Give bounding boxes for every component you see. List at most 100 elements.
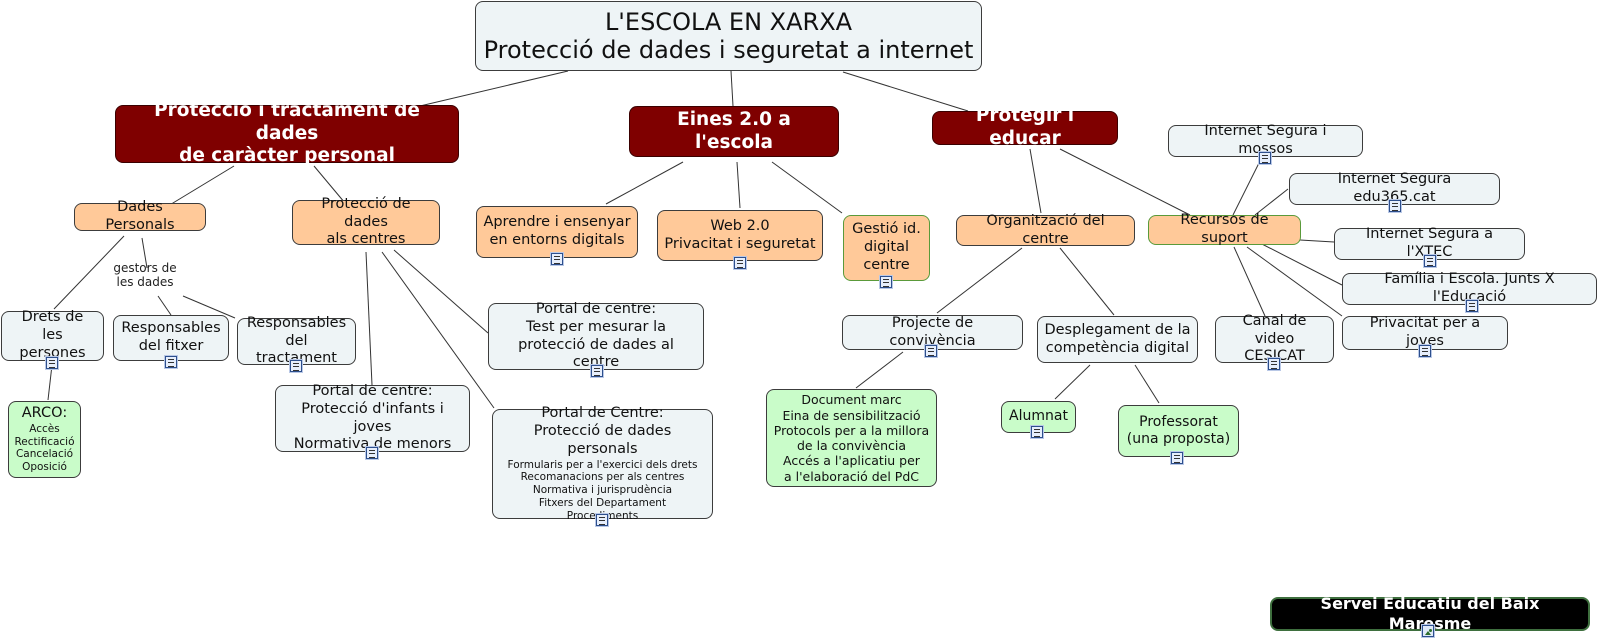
alumnat-label: Alumnat: [1009, 408, 1068, 425]
document-item: de la convivència: [796, 438, 907, 453]
node-responsables-fitxer[interactable]: Responsables del fitxer: [113, 315, 229, 361]
node-arco[interactable]: ARCO: Accès Rectificació Cancelació Opos…: [8, 401, 81, 478]
node-desplegament-competencia[interactable]: Desplegament de la competència digital: [1037, 316, 1198, 363]
privacitat-label: Privacitat per a joves: [1369, 315, 1481, 349]
branch-proteccio-dades[interactable]: Protecció i tractament de dades de caràc…: [115, 100, 459, 166]
image-icon[interactable]: [1422, 625, 1434, 637]
branch-eines-20[interactable]: Eines 2.0 a l'escola: [629, 106, 839, 157]
portal-dades-item: Normativa i jurisprudència: [532, 484, 673, 497]
label-gestors-dades: gestors de les dades: [104, 261, 186, 290]
node-aprendre-ensenyar[interactable]: Aprendre i ensenyar en entorns digitals: [476, 206, 638, 258]
node-organitzacio-centre[interactable]: Organització del centre: [956, 212, 1135, 247]
branch-proteccio-line2: de caràcter personal: [179, 145, 395, 167]
node-gestio-id-digital[interactable]: Gestió id. digital centre: [843, 215, 930, 281]
resp-fitxer-line1: Responsables: [121, 320, 221, 337]
document-item: Protocols per a la millora: [773, 422, 930, 438]
document-icon[interactable]: [1268, 358, 1280, 370]
gestors-line2: les dades: [116, 275, 174, 290]
arco-item: Oposició: [22, 461, 67, 474]
node-portal-test[interactable]: Portal de centre: Test per mesurar la pr…: [488, 301, 704, 371]
document-icon[interactable]: [734, 257, 746, 269]
aprendre-line2: en entorns digitals: [489, 232, 625, 248]
node-web-20[interactable]: Web 2.0 Privacitat i seguretat: [657, 210, 823, 261]
document-item: Eina de sensibilització: [782, 407, 921, 423]
gestio-line3: centre: [863, 256, 910, 273]
document-icon[interactable]: [1424, 255, 1436, 267]
portal-dades-item: Recomanacions per als centres: [520, 471, 685, 484]
node-internet-segura-mossos[interactable]: Internet Segura i mossos: [1168, 123, 1363, 157]
desplegament-line2: competència digital: [1045, 339, 1190, 356]
document-icon[interactable]: [366, 447, 378, 459]
portal-dades-line1: Portal de Centre:: [541, 405, 664, 422]
document-icon[interactable]: [1031, 426, 1043, 438]
document-icon[interactable]: [1419, 345, 1431, 357]
node-proteccio-centres[interactable]: Protecció de dades als centres: [292, 196, 440, 247]
node-drets-persones[interactable]: Drets de les persones: [1, 309, 104, 361]
portal-dades-item: Formularis per a l'exercici dels drets: [507, 458, 698, 471]
portal-dades-line2: Protecció de dades personals: [533, 423, 672, 457]
arco-item: Cancelació: [15, 448, 74, 461]
recursos-label: Recursos de suport: [1180, 212, 1269, 246]
canal-line1: Canal de video: [1242, 312, 1307, 347]
document-icon[interactable]: [880, 276, 892, 288]
gestio-line1: Gestió id.: [852, 221, 921, 238]
document-icon[interactable]: [1389, 200, 1401, 212]
node-recursos-suport[interactable]: Recursos de suport: [1148, 212, 1301, 246]
document-icon[interactable]: [1171, 452, 1183, 464]
root-title: L'ESCOLA EN XARXA: [604, 7, 853, 36]
node-portal-infants[interactable]: Portal de centre: Protecció d'infants i …: [275, 383, 470, 453]
resp-tractament-line2: del tractament: [256, 332, 337, 367]
canal-line2: CESICAT: [1244, 348, 1305, 365]
node-document-marc[interactable]: Document marc Eina de sensibilització Pr…: [766, 389, 937, 487]
arco-item: Rectificació: [14, 435, 75, 448]
document-icon[interactable]: [596, 514, 608, 526]
internet-edu365-label: Internet Segura edu365.cat: [1337, 171, 1452, 205]
document-item: Document marc: [801, 392, 902, 408]
arco-item: Accès: [29, 422, 60, 435]
node-dades-personals[interactable]: Dades Personals: [74, 199, 206, 233]
node-professorat[interactable]: Professorat (una proposta): [1118, 405, 1239, 457]
node-internet-segura-xtec[interactable]: Internet Segura a l'XTEC: [1334, 226, 1525, 260]
portal-test-line1: Portal de centre:: [535, 301, 657, 318]
portal-infants-line1: Portal de centre:: [312, 383, 433, 400]
document-icon[interactable]: [290, 360, 302, 372]
document-icon[interactable]: [925, 345, 937, 357]
resp-tractament-line1: Responsables: [246, 314, 347, 331]
branch-protegir-educar[interactable]: Protegir i educar: [932, 105, 1118, 149]
document-icon[interactable]: [165, 356, 177, 368]
gestio-line2: digital: [863, 239, 910, 256]
dades-personals-label: Dades Personals: [105, 199, 175, 233]
proteccio-centres-line1: Protecció de dades: [321, 195, 411, 230]
organitzacio-label: Organització del centre: [986, 212, 1105, 247]
document-icon[interactable]: [1466, 300, 1478, 312]
internet-mossos-label: Internet Segura i mossos: [1204, 123, 1327, 157]
resp-fitxer-line2: del fitxer: [138, 338, 204, 354]
portal-infants-line3: Normativa de menors: [293, 436, 452, 453]
node-portal-dades[interactable]: Portal de Centre: Protecció de dades per…: [492, 405, 713, 522]
document-icon[interactable]: [551, 253, 563, 265]
internet-xtec-label: Internet Segura a l'XTEC: [1365, 226, 1494, 260]
web20-line2: Privacitat i seguretat: [664, 235, 816, 252]
document-icon[interactable]: [1259, 152, 1271, 164]
branch-protegir-label: Protegir i educar: [975, 105, 1075, 149]
portal-dades-item: Fitxers del Departament: [538, 496, 667, 509]
proteccio-centres-line2: als centres: [326, 231, 406, 248]
root-subtitle: Protecció de dades i seguretat a interne…: [483, 36, 974, 64]
professorat-line1: Professorat: [1139, 413, 1218, 430]
portal-test-line3: protecció de dades al centre: [518, 336, 674, 371]
familia-label: Família i Escola. Junts X l'Educació: [1384, 271, 1555, 305]
portal-infants-line2: Protecció d'infants i joves: [301, 400, 444, 435]
projecte-label: Projecte de convivència: [889, 314, 976, 349]
root-title-box[interactable]: L'ESCOLA EN XARXA Protecció de dades i s…: [475, 1, 982, 71]
node-internet-segura-edu365[interactable]: Internet Segura edu365.cat: [1289, 171, 1500, 205]
node-projecte-convivencia[interactable]: Projecte de convivència: [842, 315, 1023, 350]
node-responsables-tractament[interactable]: Responsables del tractament: [237, 314, 356, 367]
document-icon[interactable]: [46, 357, 58, 369]
aprendre-line1: Aprendre i ensenyar: [483, 214, 631, 231]
gestors-line1: gestors de: [113, 261, 177, 275]
document-icon[interactable]: [591, 365, 603, 377]
document-item: a l'elaboració del PdC: [784, 468, 919, 484]
drets-line1: Drets de: [21, 309, 84, 326]
node-canal-video-cesicat[interactable]: Canal de video CESICAT: [1215, 312, 1334, 365]
